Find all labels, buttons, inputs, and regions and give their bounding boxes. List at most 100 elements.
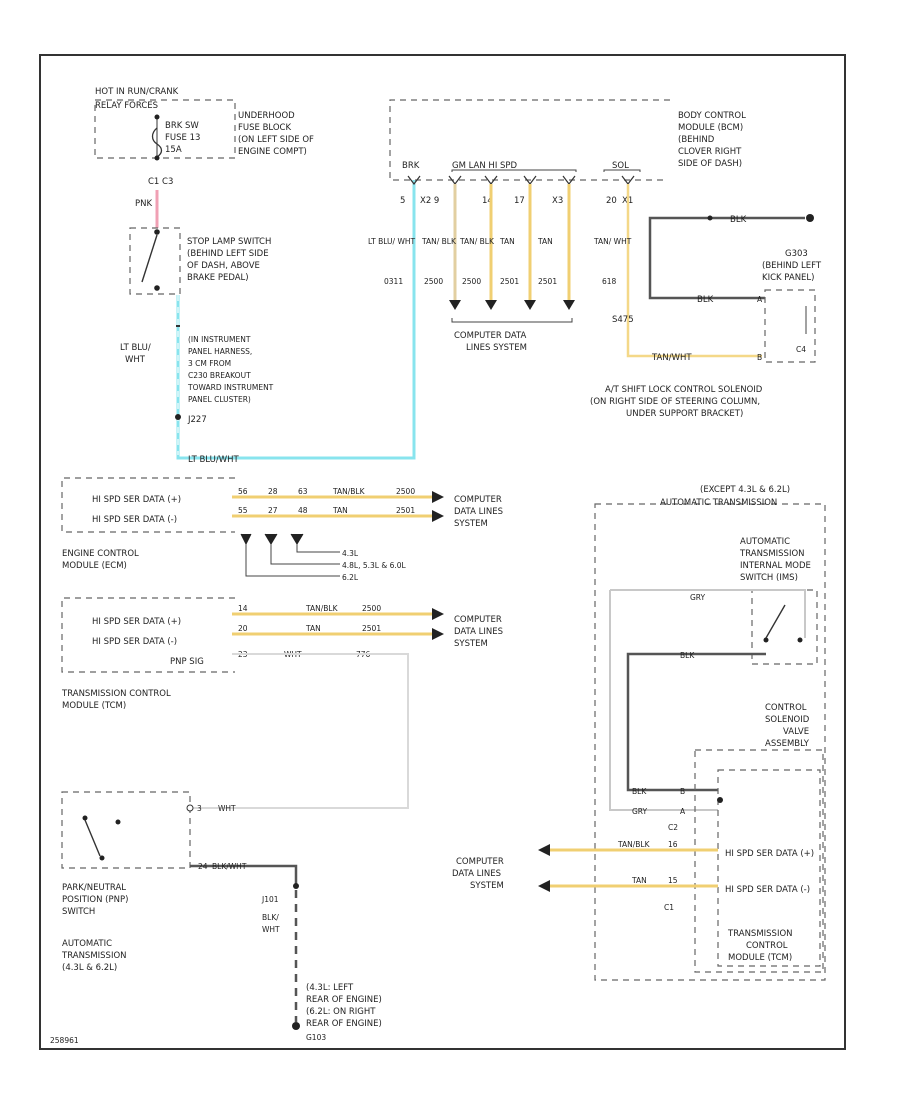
fuse-location-2: FUSE BLOCK <box>238 123 291 133</box>
fuse-location-4: ENGINE COMPT) <box>238 147 307 157</box>
s475-label: S475 <box>612 315 634 325</box>
ecm-arrow-label-3: SYSTEM <box>454 519 488 529</box>
arrow-right-icon <box>432 491 444 503</box>
tcm-wire-label: TAN <box>305 624 321 633</box>
bcm-pin-5: 5 <box>400 196 405 206</box>
g303-label-2: (BEHIND LEFT <box>762 261 822 271</box>
pnp-wire-top-label: WHT <box>218 804 236 813</box>
pnp-ground-wire-label-1: BLK/ <box>262 913 279 922</box>
tcm-pnp-signal: PNP SIG <box>170 657 204 667</box>
fuse-terminal-top <box>154 114 160 120</box>
ground-wire <box>648 216 805 300</box>
ecm-arrow-label-1: COMPUTER <box>454 495 502 505</box>
cv-label-1: CONTROL <box>765 703 807 713</box>
fuse-label-2: FUSE 13 <box>165 133 200 143</box>
fuse-connector: C1 C3 <box>148 177 173 187</box>
shift-lock-label-1: A/T SHIFT LOCK CONTROL SOLENOID <box>605 385 763 395</box>
ecm-arrow-label-2: DATA LINES <box>454 507 503 517</box>
bcm-wire-tan-wht <box>626 184 762 358</box>
cv-blk-label: BLK <box>632 787 647 796</box>
tcm-arrow-label-3: SYSTEM <box>454 639 488 649</box>
harness-note-4: C230 BREAKOUT <box>188 371 251 380</box>
bcm-circuit-3: 2500 <box>462 277 481 286</box>
splice-j101 <box>293 883 299 889</box>
pnp-blk-wht-wire <box>190 864 298 885</box>
pnp-pin-3: 3 <box>197 804 202 813</box>
bcm-data-lines-label-2: LINES SYSTEM <box>466 343 527 353</box>
stop-lamp-switch: STOP LAMP SWITCH (BEHIND LEFT SIDE OF DA… <box>129 227 271 295</box>
bottom-wire-label: LT BLU/WHT <box>188 455 239 465</box>
ims-blk-label: BLK <box>680 651 695 660</box>
ims-gry-label: GRY <box>690 593 706 602</box>
ims-label-3: INTERNAL MODE <box>740 561 811 571</box>
cv-gry-label: GRY <box>632 807 648 816</box>
pnp-trans-label-1: AUTOMATIC <box>62 939 112 949</box>
bcm-label-2: MODULE (BCM) <box>678 123 743 133</box>
bcm-label-1: BODY CONTROL <box>678 111 746 121</box>
figure-id: 258961 <box>50 1036 79 1045</box>
tcm-pin: 20 <box>238 624 248 633</box>
splice-j101-label: J101 <box>261 895 279 904</box>
ground-icon <box>292 1022 300 1030</box>
fuse-label-3: 15A <box>165 145 182 155</box>
tcm-pin: 14 <box>238 604 248 613</box>
arrow-left-icon <box>538 844 550 856</box>
stop-lamp-label-4: BRAKE PEDAL) <box>187 273 249 283</box>
arrow-down-icon <box>485 300 497 310</box>
ims-gry-wire <box>610 589 806 638</box>
bcm-pin-14: 14 <box>482 196 493 206</box>
shift-lock-wire-label: TAN/WHT <box>651 353 692 363</box>
ecm-option-2: 4.8L, 5.3L & 6.0L <box>342 561 407 570</box>
arrow-right-icon <box>432 608 444 620</box>
bcm-circuit-2: 2500 <box>424 277 443 286</box>
tcm-wire-label: TAN/BLK <box>305 604 339 613</box>
bcm-pin-17: 17 <box>514 196 525 206</box>
tcm2-signal-1: HI SPD SER DATA (+) <box>725 849 814 859</box>
bcm-wire-label-3: TAN/ BLK <box>459 237 495 246</box>
tcm2-signal-2: HI SPD SER DATA (-) <box>725 885 810 895</box>
g303-label-3: KICK PANEL) <box>762 273 814 283</box>
ims-blk-wire <box>626 652 766 792</box>
pnp-label-1: PARK/NEUTRAL <box>62 883 126 893</box>
fuse-block: HOT IN RUN/CRANK RELAY FORCES BRK SW FUS… <box>94 87 314 209</box>
tcm2-connector-c1: C1 <box>664 903 674 912</box>
tcm2-pin-16: 16 <box>668 840 678 849</box>
cv-pin-b: B <box>680 787 685 796</box>
tcm-circuit: 2501 <box>362 624 381 633</box>
bcm-pin-x3: X3 <box>552 196 563 206</box>
g103-label: G103 <box>306 1033 326 1042</box>
cv-connector-c2: C2 <box>668 823 678 832</box>
harness-note-5: TOWARD INSTRUMENT <box>187 383 274 392</box>
bcm-sol-label: SOL <box>612 161 629 171</box>
ground-g303: BLK BLK G303 (BEHIND LEFT KICK PANEL) S4… <box>612 214 822 325</box>
splice-j227 <box>175 414 181 420</box>
tcm2-label-1: TRANSMISSION <box>727 929 793 939</box>
bcm-wire-label-2: TAN/ BLK <box>421 237 457 246</box>
ecm-signal-2: HI SPD SER DATA (-) <box>92 515 177 525</box>
except-transmission-group: (EXCEPT 4.3L & 6.2L) AUTOMATIC TRANSMISS… <box>452 485 826 981</box>
tcm-label-1: TRANSMISSION CONTROL <box>61 689 171 699</box>
bcm-brk-label: BRK <box>402 161 420 171</box>
ecm-label-1: ENGINE CONTROL <box>62 549 139 559</box>
ecm-module: HI SPD SER DATA (+) HI SPD SER DATA (-) … <box>61 477 503 582</box>
ims-label-1: AUTOMATIC <box>740 537 790 547</box>
splice-j227-label: J227 <box>187 415 207 425</box>
pnp-label-2: POSITION (PNP) <box>62 895 128 905</box>
bcm-module: BODY CONTROL MODULE (BCM) (BEHIND CLOVER… <box>368 99 762 358</box>
stop-lamp-wire-label-2: WHT <box>125 355 146 365</box>
diagram-frame <box>39 54 846 1050</box>
bcm-pin-x2-9: X2 9 <box>420 196 439 206</box>
tcm-arrow-label-2: DATA LINES <box>454 627 503 637</box>
tcm-arrow-label-1: COMPUTER <box>454 615 502 625</box>
tcm-label-2: MODULE (TCM) <box>62 701 126 711</box>
bcm-label-4: CLOVER RIGHT <box>678 147 742 157</box>
tcm2-wire-label-1: TAN/BLK <box>617 840 651 849</box>
fuse-location-1: UNDERHOOD <box>238 111 295 121</box>
fuse-location-3: (ON LEFT SIDE OF <box>238 135 314 145</box>
bcm-gmlan-label: GM LAN HI SPD <box>452 161 518 171</box>
ecm-pin: 27 <box>268 506 278 515</box>
fuse-block-title-2: RELAY FORCES <box>95 101 158 111</box>
tcm-signal-2: HI SPD SER DATA (-) <box>92 637 177 647</box>
tcm2-data-label-3: SYSTEM <box>470 881 504 891</box>
